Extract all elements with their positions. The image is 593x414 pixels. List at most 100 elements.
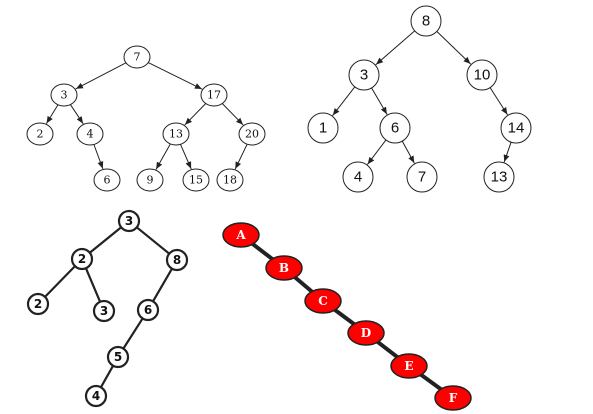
node-label: 2 <box>34 297 42 311</box>
node-circle <box>500 112 532 144</box>
node-circle <box>182 168 210 192</box>
tree-node: A <box>222 222 260 248</box>
tree-edge <box>84 267 102 303</box>
node-label: 7 <box>134 51 141 64</box>
node-label: 6 <box>144 303 152 317</box>
node-label: D <box>361 326 371 340</box>
node-circle <box>216 168 244 192</box>
tree-edge <box>69 104 84 125</box>
tree-node: 4 <box>76 122 104 146</box>
node-circle <box>26 292 50 316</box>
node-label: 7 <box>418 169 426 186</box>
tree-node: 5 <box>106 345 130 369</box>
node-circle <box>26 122 54 146</box>
tree-node: 3 <box>92 299 116 323</box>
tree-node: 6 <box>93 168 121 192</box>
node-circle <box>483 161 515 193</box>
node-label: 4 <box>354 169 362 186</box>
tree-node: 2 <box>26 292 50 316</box>
node-circle <box>410 5 442 37</box>
node-circle <box>84 384 108 408</box>
tree-node: 3 <box>117 209 141 233</box>
node-circle <box>165 248 189 272</box>
tree-node: 10 <box>466 59 498 91</box>
tree-edge <box>122 317 144 350</box>
tree-edge <box>155 143 171 170</box>
red-node-shape <box>304 288 342 314</box>
tree-node: 6 <box>136 298 160 322</box>
node-label: 18 <box>223 174 237 187</box>
tree-node: 20 <box>238 122 266 146</box>
node-label: 13 <box>169 128 183 141</box>
node-circle <box>162 122 190 146</box>
tree-node: 4 <box>84 384 108 408</box>
node-label: 15 <box>189 174 203 187</box>
tree-edge <box>43 265 77 298</box>
tree-node: E <box>390 353 428 379</box>
tree-edge <box>88 226 123 254</box>
red-node-shape <box>222 222 260 248</box>
red-node-shape <box>390 353 428 379</box>
tree-node: 14 <box>500 112 532 144</box>
node-label: 2 <box>37 128 44 141</box>
tree-node: 18 <box>216 168 244 192</box>
tree-edge <box>371 87 388 115</box>
tree-edge <box>151 267 174 303</box>
node-label: 10 <box>474 67 491 84</box>
tree-edge <box>503 141 512 163</box>
tree-edge <box>401 140 415 164</box>
tree-edge <box>234 143 248 170</box>
node-label: 3 <box>61 89 68 102</box>
tree-edge <box>332 86 356 116</box>
tree-node: 13 <box>162 122 190 146</box>
node-label: 20 <box>245 128 259 141</box>
node-label: 3 <box>100 304 108 318</box>
tree-node: C <box>304 288 342 314</box>
tree-edge <box>147 62 203 90</box>
node-circle <box>123 45 151 69</box>
node-label: 17 <box>207 89 221 102</box>
tree-edge <box>46 104 59 124</box>
node-label: F <box>449 391 458 405</box>
node-label: 5 <box>114 350 122 364</box>
node-circle <box>136 298 160 322</box>
node-circle <box>379 112 411 144</box>
tree-node: 17 <box>200 83 228 107</box>
tree-edge <box>367 139 387 165</box>
tree-node: 9 <box>136 168 164 192</box>
tree-node: 4 <box>342 161 374 193</box>
tree-node: 7 <box>123 45 151 69</box>
node-label: 8 <box>173 253 181 267</box>
tree-edge <box>179 143 192 170</box>
tree-4-red-chain: A B C D E F <box>222 222 472 411</box>
node-label: B <box>279 261 289 275</box>
node-circle <box>92 299 116 323</box>
tree-edge <box>375 30 416 65</box>
node-circle <box>76 122 104 146</box>
node-label: 3 <box>360 67 368 84</box>
node-circle <box>93 168 121 192</box>
tree-node: B <box>265 255 303 281</box>
tree-node: D <box>347 320 385 346</box>
node-circle <box>307 112 339 144</box>
node-circle <box>50 83 78 107</box>
node-circle <box>466 59 498 91</box>
tree-node: 6 <box>379 112 411 144</box>
tree-node: 2 <box>70 247 94 271</box>
node-label: 8 <box>422 13 430 30</box>
node-circle <box>136 168 164 192</box>
tree-node: 3 <box>50 83 78 107</box>
node-circle <box>117 209 141 233</box>
tree-node: 13 <box>483 161 515 193</box>
node-label: 6 <box>391 120 399 137</box>
node-label: 14 <box>508 120 525 137</box>
node-circle <box>238 122 266 146</box>
node-label: 4 <box>87 128 94 141</box>
red-node-shape <box>434 385 472 411</box>
tree-edge <box>135 226 171 255</box>
node-circle <box>70 247 94 271</box>
tree-edge <box>221 102 244 126</box>
tree-node: 15 <box>182 168 210 192</box>
